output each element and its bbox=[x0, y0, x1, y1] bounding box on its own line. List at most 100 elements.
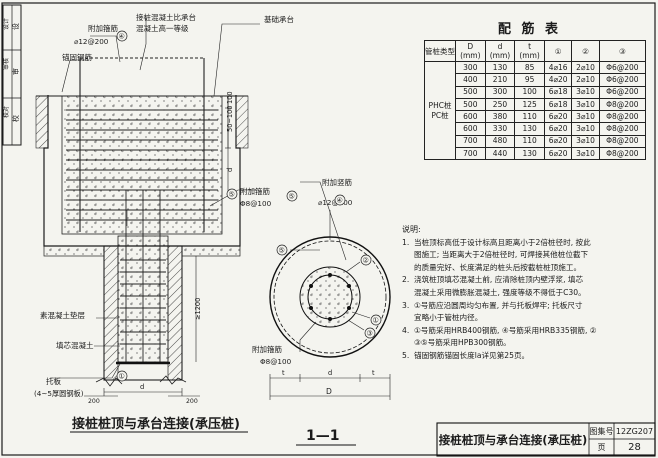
label-check: 校对 bbox=[2, 106, 10, 118]
table-cell: 6⌀20 bbox=[543, 110, 573, 124]
table-header-cell: ① bbox=[543, 40, 573, 62]
note-text: 混凝土采用微膨胀混凝土, 强度等级不得低于C30。 bbox=[414, 287, 586, 297]
label-extra-vertical: 附加竖筋 bbox=[322, 177, 352, 187]
table-cell: 700 bbox=[455, 147, 486, 161]
label-fill-concrete: 接桩混凝土比承台 bbox=[136, 12, 196, 22]
note-line: ③⑤号筋采用HPB300钢筋。 bbox=[402, 337, 646, 350]
note-text: 的质量完好、长度满足的桩头后按截桩桩顶施工。 bbox=[414, 262, 582, 272]
table-cell: Φ8@200 bbox=[598, 122, 647, 136]
table-cell: 3⌀10 bbox=[571, 147, 600, 161]
table-cell: 3⌀10 bbox=[571, 110, 600, 124]
label-core-concrete: 填芯混凝土 bbox=[56, 340, 94, 350]
label-tray-note: (4~5厚圆钢板) bbox=[34, 389, 84, 398]
label-anchor-bar: 锚固钢筋 bbox=[62, 52, 92, 62]
sec-dim-t-right: t bbox=[372, 369, 375, 377]
note-text: ①号筋采用HRB400钢筋, ④号筋采用HRB335钢筋, ② bbox=[414, 325, 597, 335]
table-cell: 130 bbox=[514, 122, 545, 136]
callout-1-elev: ① bbox=[119, 373, 125, 381]
table-cell: 6⌀18 bbox=[543, 85, 573, 99]
label-extra-stirrup-spec: ⌀12@200 bbox=[74, 37, 109, 46]
callout-4-elev: ④ bbox=[119, 33, 125, 41]
callout-3-sec: ③ bbox=[367, 330, 373, 338]
note-line: 1. 当桩顶标高低于设计标高且距离小于2倍桩径时, 按此 bbox=[402, 237, 646, 250]
table-cell: 2⌀10 bbox=[571, 73, 600, 87]
note-number bbox=[402, 249, 414, 262]
table-header-cell: ② bbox=[571, 40, 600, 62]
table-cell: 110 bbox=[514, 110, 545, 124]
note-number: 4. bbox=[402, 325, 410, 335]
section-caption: 1—1 bbox=[306, 428, 339, 444]
note-text: 锚固钢筋锚固长度la详见第25页。 bbox=[414, 350, 530, 360]
table-cell: 6⌀18 bbox=[543, 97, 573, 112]
note-number bbox=[402, 337, 414, 350]
table-cell: 400 bbox=[455, 73, 486, 87]
label-tray: 托板 bbox=[46, 376, 61, 386]
table-cell: 3⌀10 bbox=[571, 85, 600, 99]
table-cell: 250 bbox=[484, 97, 516, 112]
table-cell: 3⌀10 bbox=[571, 134, 600, 149]
table-cell: Φ8@200 bbox=[598, 134, 647, 149]
notes-list: 1. 当桩顶标高低于设计标高且距离小于2倍桩径时, 按此图施工; 当距离大于2倍桩… bbox=[402, 237, 646, 363]
note-number: 1. bbox=[402, 237, 410, 247]
elevation-caption: 接桩桩顶与承台连接(承压桩) bbox=[72, 416, 240, 432]
note-text: ③⑤号筋采用HPB300钢筋。 bbox=[414, 338, 511, 348]
table-title: 配 筋 表 bbox=[498, 22, 562, 37]
table-header-cell: ③ bbox=[598, 40, 647, 62]
table-header-cell: d (mm) bbox=[484, 40, 516, 62]
dim-200-left: 200 bbox=[88, 398, 100, 405]
note-number: 2. bbox=[402, 275, 410, 285]
table-cell: 110 bbox=[514, 134, 545, 149]
label-add-hoop-spec: Φ8@100 bbox=[240, 199, 272, 208]
title-block-title: 接桩桩顶与承台连接(承压桩) bbox=[438, 432, 588, 447]
table-cell: Φ6@200 bbox=[598, 60, 647, 75]
table-cell: 130 bbox=[484, 60, 516, 75]
table-cell: 380 bbox=[484, 110, 516, 124]
note-number bbox=[402, 287, 414, 300]
dim-100-top: 100 bbox=[226, 91, 234, 104]
note-line: 的质量完好、长度满足的桩头后按截桩桩顶施工。 bbox=[402, 262, 646, 275]
callout-5-sec-b: ⑤ bbox=[279, 247, 285, 255]
callout-5-sec: ⑤ bbox=[289, 193, 295, 201]
table-header-cell: 管桩类型 bbox=[424, 40, 456, 62]
title-block: 接桩桩顶与承台连接(承压桩) 图集号 12ZG207 页 28 bbox=[437, 423, 655, 456]
sec-dim-D: D bbox=[326, 387, 332, 396]
note-number bbox=[402, 262, 414, 275]
table-cell: 2⌀10 bbox=[571, 60, 600, 75]
table-cell: Φ6@200 bbox=[598, 73, 647, 87]
table-cell: 210 bbox=[484, 73, 516, 87]
section-view: t d t D 附加竖筋 ⌀12@200 附加箍筋 Φ8@100 ⑤ ④ ⑤ bbox=[252, 177, 391, 446]
note-text: 宜略小于管桩内径。 bbox=[414, 313, 483, 323]
table-cell: 330 bbox=[484, 122, 516, 136]
dim-50-100: 50~100 bbox=[226, 105, 234, 132]
table-cell: 300 bbox=[455, 60, 486, 75]
pile-type-cell: PHC桩 PC桩 bbox=[424, 60, 456, 161]
left-title-strip: 审核 校对 设计 设 审 校 bbox=[2, 4, 22, 146]
table-cell: 600 bbox=[455, 122, 486, 136]
table-cell: 100 bbox=[514, 85, 545, 99]
table-cell: 3⌀10 bbox=[571, 122, 600, 136]
note-text: 当桩顶标高低于设计标高且距离小于2倍桩径时, 按此 bbox=[414, 237, 591, 247]
note-number: 3. bbox=[402, 300, 410, 310]
note-line: 宜略小于管桩内径。 bbox=[402, 312, 646, 325]
sign-design: 设 bbox=[11, 23, 20, 30]
note-line: 3.①号筋应沿圆周均匀布置, 并与托板焊牢; 托板尺寸 bbox=[402, 300, 646, 313]
table-header-cell: t (mm) bbox=[514, 40, 545, 62]
label-cap: 基础承台 bbox=[264, 14, 294, 24]
label-plain-concrete: 素混凝土垫层 bbox=[40, 310, 85, 320]
sec-dim-t-left: t bbox=[282, 369, 285, 377]
elevation-view: 50~100 100 d ≥1200 d 200 200 附加箍筋 ⌀12@20… bbox=[34, 12, 294, 433]
note-line: 4. ①号筋采用HRB400钢筋, ④号筋采用HRB335钢筋, ② bbox=[402, 325, 646, 338]
label-extra-stirrup: 附加箍筋 bbox=[88, 23, 118, 33]
callout-2-sec: ② bbox=[363, 257, 369, 265]
dim-200-right: 200 bbox=[186, 398, 198, 405]
table-cell: 6⌀20 bbox=[543, 134, 573, 149]
page-number: 28 bbox=[628, 442, 641, 453]
notes-heading: 说明: bbox=[402, 225, 421, 234]
note-text: 图施工; 当距离大于2倍桩径时, 可焊接其他桩位截下 bbox=[414, 250, 589, 260]
